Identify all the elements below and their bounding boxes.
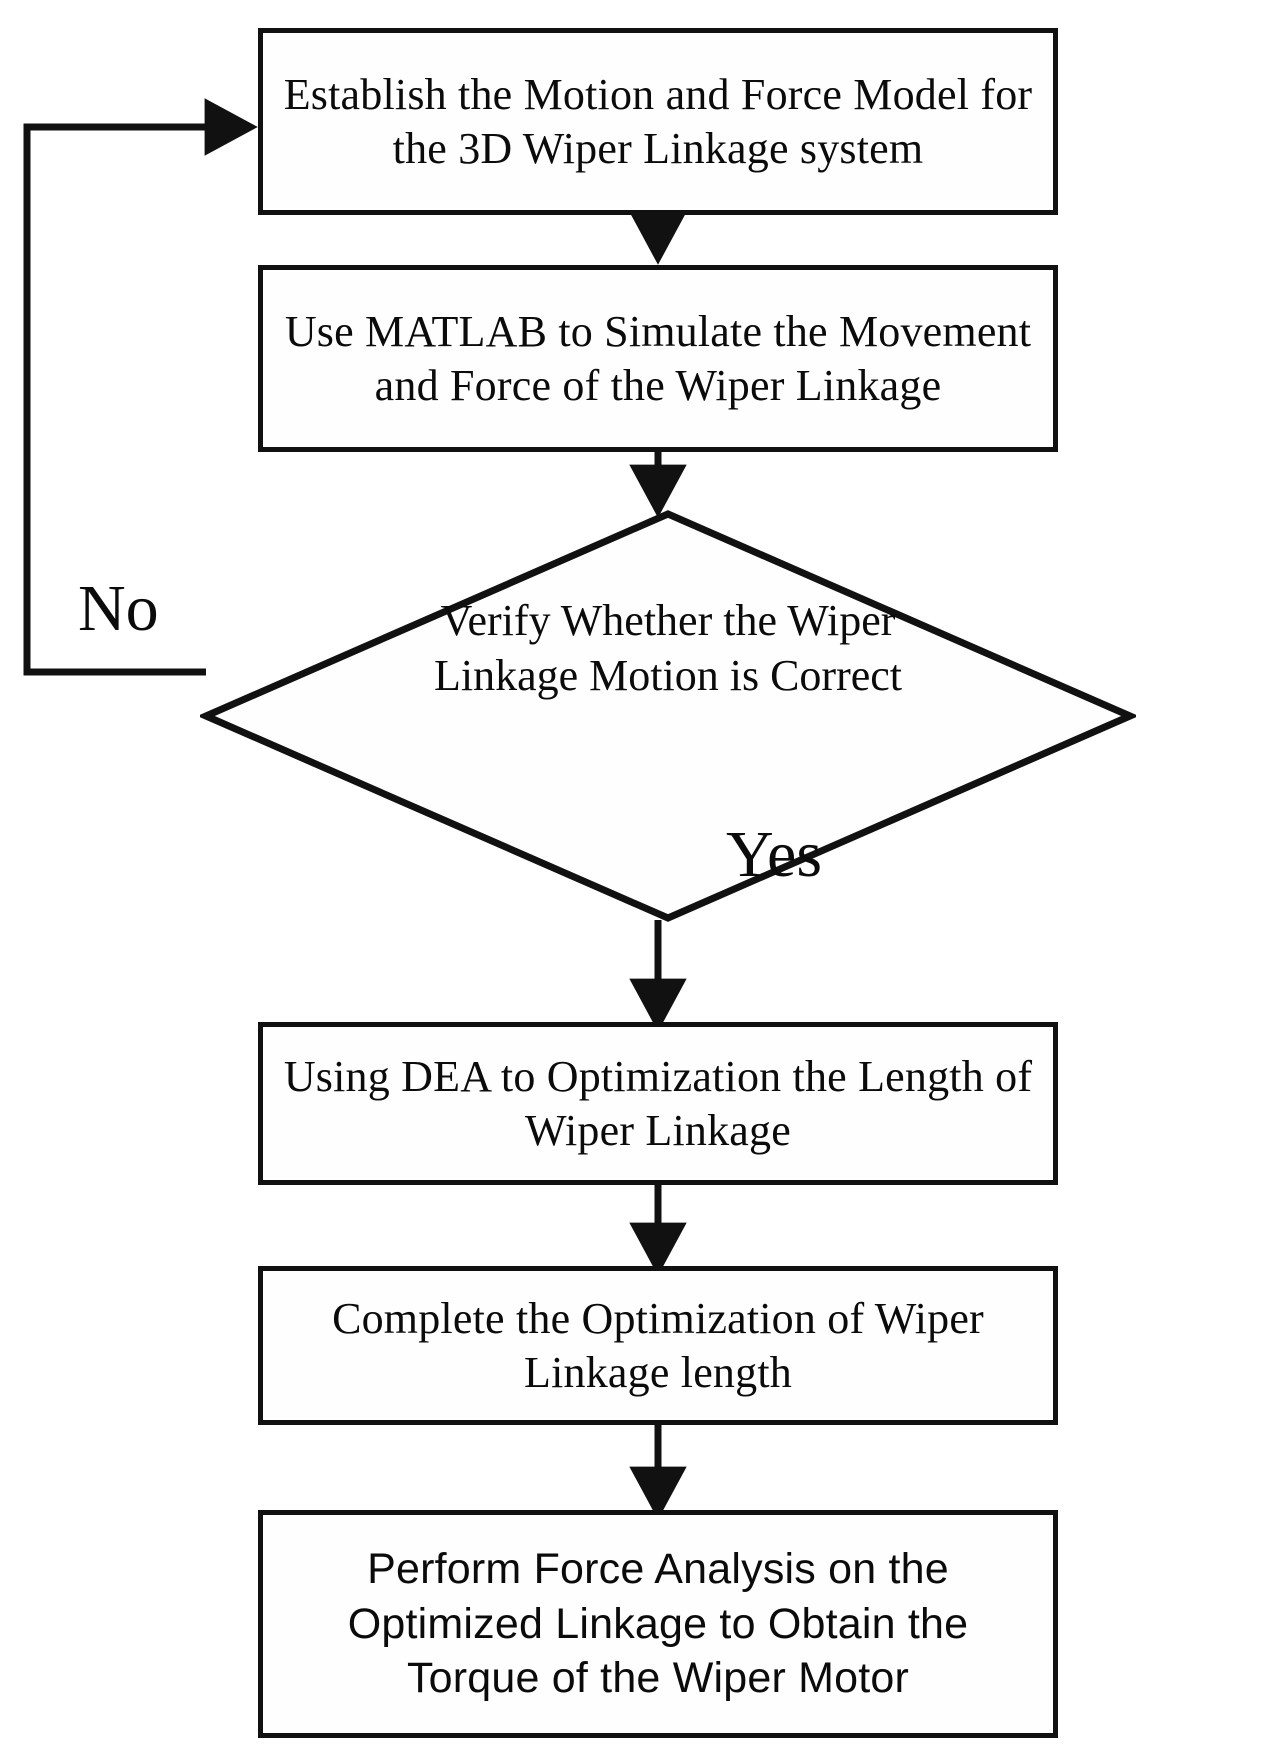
process-node-establish-model[interactable]: Establish the Motion and Force Model for… (258, 28, 1058, 215)
process-node-force-analysis[interactable]: Perform Force Analysis on the Optimized … (258, 1510, 1058, 1738)
edge-label-no: No (78, 572, 159, 645)
process-node-dea-optimization[interactable]: Using DEA to Optimization the Length of … (258, 1022, 1058, 1185)
decision-node-verify-motion[interactable] (200, 508, 1136, 924)
decision-node-label: Verify Whether the Wiper Linkage Motion … (433, 596, 902, 700)
node-label: Using DEA to Optimization the Length of … (283, 1051, 1033, 1155)
decision-shape (200, 510, 1136, 922)
node-label: Establish the Motion and Force Model for… (283, 69, 1033, 173)
process-node-matlab-simulate[interactable]: Use MATLAB to Simulate the Movement and … (258, 265, 1058, 452)
node-label: Complete the Optimization of Wiper Linka… (332, 1293, 984, 1397)
process-node-complete-optimization[interactable]: Complete the Optimization of Wiper Linka… (258, 1266, 1058, 1425)
edge-label-yes: Yes (726, 818, 823, 891)
node-label: Perform Force Analysis on the Optimized … (347, 1545, 969, 1703)
node-label: Use MATLAB to Simulate the Movement and … (284, 306, 1032, 410)
